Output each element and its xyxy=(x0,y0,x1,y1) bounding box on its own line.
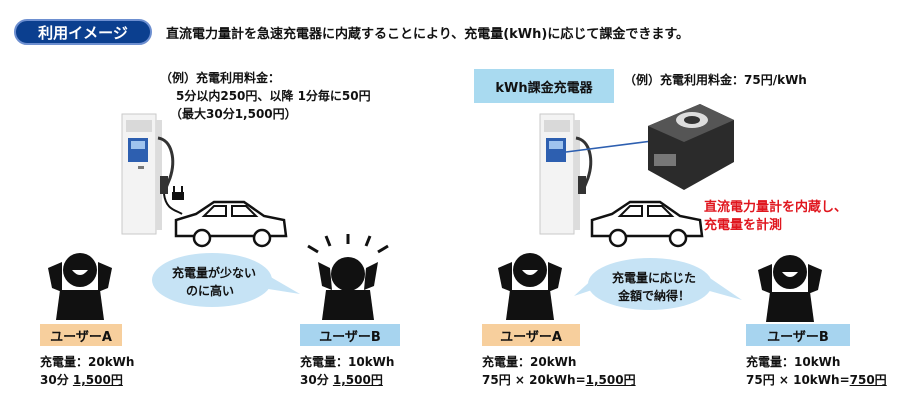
person-happy-icon xyxy=(498,253,562,320)
speech-bubble xyxy=(152,253,300,307)
speech-bubble xyxy=(574,258,742,310)
left-user-b-calc: 30分 1,500円 xyxy=(300,372,383,389)
price: 1,500円 xyxy=(72,373,123,387)
left-example-line3: （最大30分1,500円） xyxy=(170,107,297,121)
calc-prefix: 75円 × 20kWh= xyxy=(482,373,586,387)
left-example-line2: 5分以内250円、以降 1分毎に50円 xyxy=(176,89,371,103)
right-example-price: （例）充電利用料金：75円/kWh xyxy=(624,73,807,87)
headline: 直流電力量計を急速充電器に内蔵することにより、充電量(kWh)に応じて課金できま… xyxy=(166,27,690,42)
right-bubble-line2: 金額で納得！ xyxy=(618,289,691,303)
left-user-b-amount: 充電量：10kWh xyxy=(300,355,395,369)
person-upset-icon xyxy=(307,234,389,320)
meter-note-line1: 直流電力量計を内蔵し、 xyxy=(704,200,848,215)
right-user-b-label: ユーザーB xyxy=(746,324,850,346)
right-bubble-line1: 充電量に応じた xyxy=(612,271,697,285)
calc-prefix: 75円 × 10kWh= xyxy=(746,373,850,387)
kwh-charger-label: kWh課金充電器 xyxy=(474,69,614,103)
left-example-title: （例）充電利用料金： xyxy=(160,71,281,85)
left-user-a-amount: 充電量：20kWh xyxy=(40,355,135,369)
calc-prefix: 30分 xyxy=(300,373,333,387)
left-user-b-label: ユーザーB xyxy=(300,324,400,346)
person-happy-icon xyxy=(758,255,822,322)
usage-image-badge: 利用イメージ xyxy=(14,19,152,45)
right-user-a-label: ユーザーA xyxy=(482,324,580,346)
left-user-a-calc: 30分 1,500円 xyxy=(40,372,123,389)
car-icon xyxy=(590,200,704,248)
car-icon xyxy=(172,186,288,248)
price: 1,500円 xyxy=(585,373,636,387)
left-bubble-line1: 充電量が少ない xyxy=(172,266,257,280)
meter-note-line2: 充電量を計測 xyxy=(704,218,783,233)
price: 750円 xyxy=(849,373,887,387)
power-meter-icon xyxy=(648,104,734,190)
right-user-a-calc: 75円 × 20kWh=1,500円 xyxy=(482,372,636,389)
ev-charger-icon xyxy=(539,113,593,235)
price: 1,500円 xyxy=(332,373,383,387)
left-bubble-line2: のに高い xyxy=(186,284,235,298)
person-happy-icon xyxy=(48,253,112,320)
calc-prefix: 30分 xyxy=(40,373,73,387)
right-user-b-calc: 75円 × 10kWh=750円 xyxy=(746,372,887,389)
right-user-b-amount: 充電量：10kWh xyxy=(746,355,841,369)
ev-charger-icon xyxy=(121,113,183,235)
right-user-a-amount: 充電量：20kWh xyxy=(482,355,577,369)
left-user-a-label: ユーザーA xyxy=(40,324,122,346)
